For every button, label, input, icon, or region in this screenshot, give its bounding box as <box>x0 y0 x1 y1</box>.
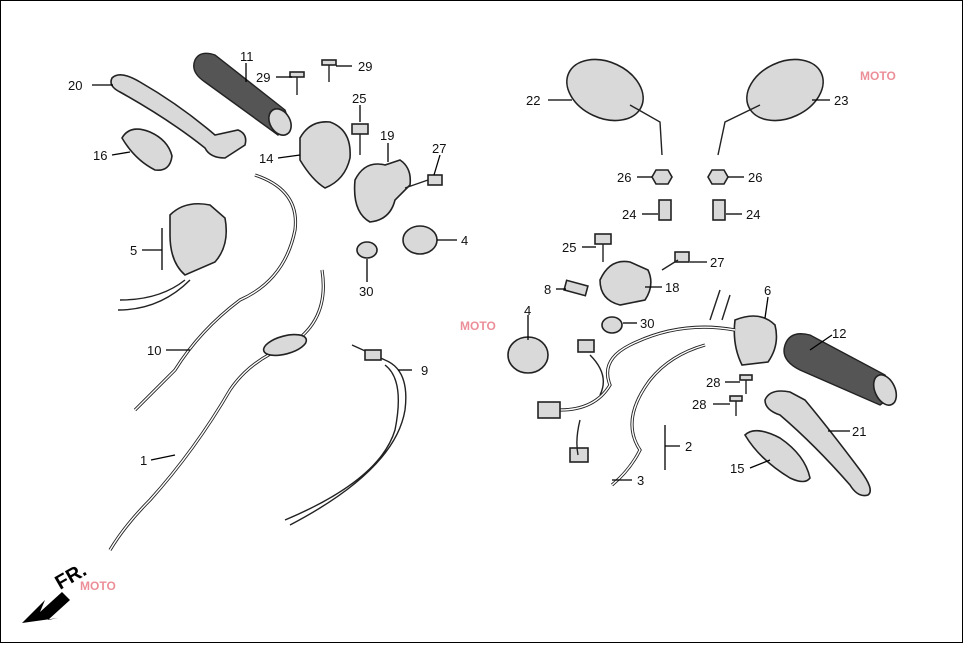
throttle-housing[interactable] <box>299 121 351 189</box>
mirror-left[interactable] <box>557 48 663 156</box>
nut-30-right[interactable] <box>601 316 623 334</box>
callout-14: 14 <box>259 151 273 166</box>
callout-11: 11 <box>240 49 254 64</box>
callout-3: 3 <box>637 473 644 488</box>
brake-lever[interactable] <box>764 390 871 497</box>
callout-4a: 4 <box>461 233 468 248</box>
screw-28b[interactable] <box>729 395 743 416</box>
callout-26b: 26 <box>748 170 762 185</box>
callout-18: 18 <box>665 280 679 295</box>
nut-30-left[interactable] <box>356 241 378 259</box>
callout-22: 22 <box>526 93 540 108</box>
clutch-lever[interactable] <box>110 74 247 159</box>
adapter-24b[interactable] <box>712 199 726 221</box>
brake-switch-wire[interactable] <box>284 344 407 526</box>
nut-26b[interactable] <box>707 169 729 185</box>
right-switch[interactable] <box>709 289 778 366</box>
svg-text:MOTO: MOTO <box>80 579 116 593</box>
wiring-harness[interactable] <box>537 325 736 463</box>
bolt-25-left[interactable] <box>351 123 369 155</box>
callout-23: 23 <box>834 93 848 108</box>
callout-27a: 27 <box>432 141 446 156</box>
screw-29a[interactable] <box>289 71 305 95</box>
callout-28a: 28 <box>706 375 720 390</box>
callout-5: 5 <box>130 243 137 258</box>
clamp-left[interactable] <box>402 225 438 255</box>
screw-29b[interactable] <box>321 59 337 82</box>
screw-28a[interactable] <box>739 374 753 394</box>
watermark-logo: MOTO MOTO MOTO <box>80 69 896 593</box>
callout-12: 12 <box>832 326 846 341</box>
bolt-27-right[interactable] <box>661 251 690 271</box>
callout-28b: 28 <box>692 397 706 412</box>
callout-25a: 25 <box>352 91 366 106</box>
mirror-holder-right[interactable] <box>599 260 652 306</box>
callout-29a: 29 <box>256 70 270 85</box>
callout-16: 16 <box>93 148 107 163</box>
callout-29b: 29 <box>358 59 372 74</box>
callout-24a: 24 <box>622 207 636 222</box>
callout-30b: 30 <box>640 316 654 331</box>
lever-cover[interactable] <box>121 128 173 172</box>
callout-6: 6 <box>764 283 771 298</box>
throttle-cable[interactable] <box>108 269 325 551</box>
mirror-right[interactable] <box>717 48 833 156</box>
callout-numbers: 20 16 11 29 29 25 14 19 27 4 30 5 10 1 9… <box>68 49 866 488</box>
left-switch[interactable] <box>117 202 228 311</box>
callout-8: 8 <box>544 282 551 297</box>
adapter-24a[interactable] <box>658 199 672 221</box>
mirror-holder-left[interactable] <box>353 159 412 223</box>
callout-26a: 26 <box>617 170 631 185</box>
callout-10: 10 <box>147 343 161 358</box>
callout-4b: 4 <box>524 303 531 318</box>
nut-26a[interactable] <box>651 169 673 185</box>
callout-19: 19 <box>380 128 394 143</box>
callout-24b: 24 <box>746 207 760 222</box>
right-grip[interactable] <box>783 333 901 409</box>
brake-cable[interactable] <box>610 343 706 487</box>
bolt-27-left[interactable] <box>404 174 443 189</box>
callout-20: 20 <box>68 78 82 93</box>
callout-1: 1 <box>140 453 147 468</box>
callout-21: 21 <box>852 424 866 439</box>
lever-cover-right[interactable] <box>743 429 811 483</box>
callout-2: 2 <box>685 439 692 454</box>
callout-leaders <box>92 63 850 481</box>
callout-9: 9 <box>421 363 428 378</box>
callout-25b: 25 <box>562 240 576 255</box>
clamp-right[interactable] <box>507 336 549 374</box>
callout-15: 15 <box>730 461 744 476</box>
bolt-25-right[interactable] <box>594 233 612 262</box>
clutch-cable[interactable] <box>133 173 298 412</box>
callout-27b: 27 <box>710 255 724 270</box>
svg-text:MOTO: MOTO <box>460 319 496 333</box>
brake-switch[interactable] <box>563 279 589 297</box>
callout-30a: 30 <box>359 284 373 299</box>
svg-text:MOTO: MOTO <box>860 69 896 83</box>
left-grip[interactable] <box>193 52 296 139</box>
